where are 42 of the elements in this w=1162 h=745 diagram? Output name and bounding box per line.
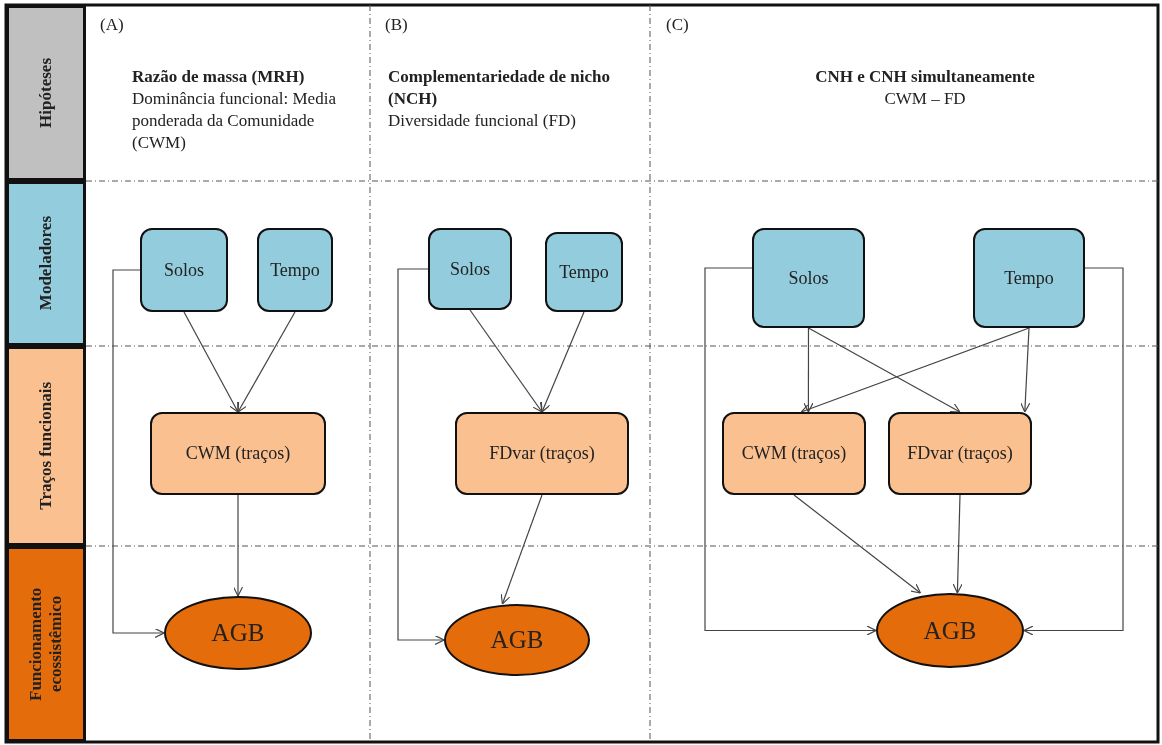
arrow — [800, 327, 1030, 414]
process-box: Tempo — [257, 228, 333, 312]
process-box: Solos — [428, 228, 512, 310]
arrow — [1020, 327, 1031, 413]
process-box: CWM (traços) — [150, 412, 326, 495]
process-box: Tempo — [545, 232, 623, 312]
process-box: Tempo — [973, 228, 1085, 328]
heading: Razão de massa (MRH) — [132, 66, 306, 88]
arrow — [500, 494, 543, 605]
arrow — [237, 311, 296, 413]
arrow — [803, 327, 814, 413]
arrow — [1023, 267, 1124, 636]
description: Diversidade funcional (FD) — [388, 110, 577, 132]
arrow — [704, 267, 877, 636]
arrow — [183, 311, 239, 413]
process-box: Solos — [140, 228, 228, 312]
arrow — [952, 494, 963, 594]
process-box: Solos — [752, 228, 865, 328]
arrow — [469, 309, 543, 413]
process-box: FDvar (traços) — [455, 412, 629, 495]
arrow — [397, 268, 445, 646]
ellipse-node: AGB — [876, 593, 1024, 668]
panel-letter: (A) — [100, 14, 125, 36]
process-box: CWM (traços) — [722, 412, 866, 495]
row-header: Traços funcionais — [6, 346, 86, 546]
arrow — [540, 311, 585, 413]
panel-letter: (C) — [666, 14, 690, 36]
ellipse-node: AGB — [164, 596, 312, 670]
arrow — [112, 269, 165, 639]
description: Dominância funcional: Media ponderada da Comunidade (CWM) — [132, 88, 337, 154]
heading: CNH e CNH simultaneamente — [814, 66, 1036, 88]
row-header: Funcionamento ecossistêmico — [6, 546, 86, 742]
description: CWM – FD — [883, 88, 967, 110]
process-box: FDvar (traços) — [888, 412, 1032, 495]
heading: Complementariedade de nicho (NCH) — [388, 66, 611, 110]
panel-letter: (B) — [385, 14, 409, 36]
arrow — [232, 494, 244, 597]
arrow — [793, 494, 921, 594]
row-header: Modeladores — [6, 181, 86, 346]
row-header: Hipóteses — [6, 5, 86, 181]
ellipse-node: AGB — [444, 604, 590, 676]
arrow — [807, 327, 961, 413]
